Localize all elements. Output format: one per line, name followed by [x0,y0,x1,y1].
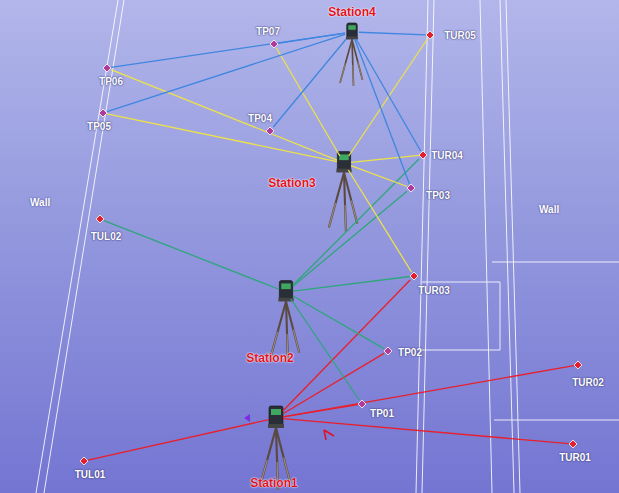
target-marker [407,184,415,192]
sight-line [107,34,345,111]
target-marker [266,127,274,135]
sight-line [348,170,411,272]
point-label: TP05 [87,121,111,132]
sight-line [351,166,407,187]
target-point: TUR01 [569,440,577,448]
point-label: TUR04 [431,150,463,161]
station-label: Station3 [268,176,315,190]
target-marker [419,151,427,159]
target-marker [103,64,111,72]
sight-line [283,280,410,411]
point-label: TUL01 [75,469,106,480]
target-marker [384,347,392,355]
target-marker [569,440,577,448]
wall-label: Wall [30,197,50,208]
sight-line [293,191,407,286]
sight-line [283,419,569,444]
target-point: TUR05 [426,31,434,39]
target-marker [358,400,366,408]
target-point: TUR02 [574,361,582,369]
point-label: TUR01 [559,452,591,463]
target-marker [96,215,104,223]
point-label: TP06 [99,76,123,87]
point-label: TP03 [426,190,450,201]
station-label: Station4 [328,5,375,19]
target-point: TP05 [99,109,107,117]
target-point: TP01 [358,400,366,408]
sight-line [349,39,428,156]
wall-label: Wall [539,204,559,215]
point-label: TUR02 [572,377,604,388]
survey-station: Station3 [337,156,351,170]
sight-line [273,39,346,127]
station-label: Station2 [246,351,293,365]
station-label: Station1 [250,476,297,490]
target-point: TP07 [270,40,278,48]
target-point: TUL01 [80,457,88,465]
target-point: TUR04 [419,151,427,159]
point-label: TUL02 [91,231,122,242]
tripod [329,152,358,232]
target-point: TP06 [103,64,111,72]
target-marker [270,40,278,48]
target-marker [99,109,107,117]
survey-station: Station4 [345,25,359,39]
sight-line [88,420,269,461]
sight-line [356,39,421,151]
target-marker [426,31,434,39]
sight-line [278,33,345,43]
point-label: TP07 [256,26,280,37]
point-label: TUR05 [444,30,476,41]
sight-line [355,39,410,184]
point-label: TP02 [398,347,422,358]
target-point: TUR03 [410,272,418,280]
target-point: TUL02 [96,215,104,223]
sight-line [359,32,426,35]
target-point: TP04 [266,127,274,135]
sight-line [111,70,337,161]
target-marker [574,361,582,369]
sight-line [293,296,384,349]
target-marker [410,272,418,280]
target-marker [80,457,88,465]
sight-line [111,33,345,67]
sight-line [276,48,340,156]
point-label: TP04 [248,113,272,124]
point-label: TUR03 [418,285,450,296]
target-point: TP02 [384,347,392,355]
sight-line [104,221,279,290]
sight-line [293,277,410,292]
sight-line [107,114,337,162]
point-label: TP01 [370,408,394,419]
survey-station: Station2 [279,285,293,299]
sight-line [351,155,419,162]
target-point: TP03 [407,184,415,192]
survey-station: Station1 [269,411,283,425]
tripod [271,281,300,361]
sight-line [283,366,574,417]
